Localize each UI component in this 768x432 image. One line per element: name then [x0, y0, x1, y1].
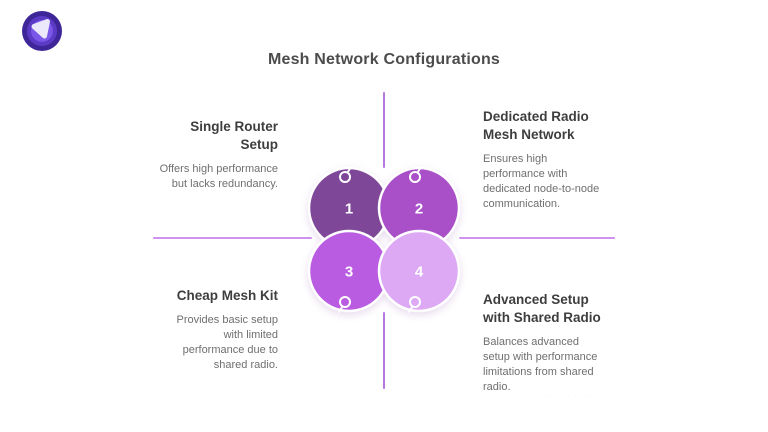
quadrant-heading: Single Router Setup [190, 119, 278, 153]
axis-line-horizontal-right [459, 237, 615, 239]
quadrant-heading: Advanced Setup with Shared Radio [483, 292, 601, 326]
quadrant-body: Provides basic setup with limited perfor… [176, 314, 279, 371]
axis-line-vertical-top [383, 92, 385, 168]
quadrant-body: Offers high performance but lacks redund… [159, 163, 278, 191]
page-title: Mesh Network Configurations [267, 51, 501, 68]
quadrant-bottom-left: Cheap Mesh Kit Provides basic setup with… [150, 287, 279, 373]
circle-number-1: 1 [345, 201, 353, 218]
quadrant-body: Ensures high performance with dedicated … [483, 153, 600, 210]
circle-number-3: 3 [345, 264, 353, 281]
venn-circle-4 [377, 229, 461, 313]
pin-ring-3 [337, 296, 351, 314]
play-triangle-icon [31, 19, 50, 39]
quadrant-bottom-right: Advanced Setup with Shared Radio Balance… [483, 291, 623, 395]
quadrant-top-left: Single Router Setup Offers high performa… [150, 118, 278, 192]
pin-ring-1 [339, 165, 353, 183]
quadrant-heading: Dedicated Radio Mesh Network [483, 109, 589, 143]
quadrant-heading: Cheap Mesh Kit [176, 288, 278, 303]
faint-watermark: ·· · ·· ·· ·· [544, 393, 595, 399]
quadrant-top-right: Dedicated Radio Mesh Network Ensures hig… [483, 108, 623, 212]
circle-number-2: 2 [415, 201, 423, 218]
pin-ring-2 [409, 165, 423, 183]
pin-ring-4 [407, 296, 421, 314]
circle-number-4: 4 [415, 264, 424, 281]
brand-logo[interactable] [22, 11, 62, 51]
venn-circle-cluster: 1 2 3 4 [307, 165, 461, 314]
quadrant-body: Balances advanced setup with performance… [483, 336, 598, 393]
axis-line-vertical-bottom [383, 312, 385, 389]
axis-line-horizontal-left [153, 237, 312, 239]
